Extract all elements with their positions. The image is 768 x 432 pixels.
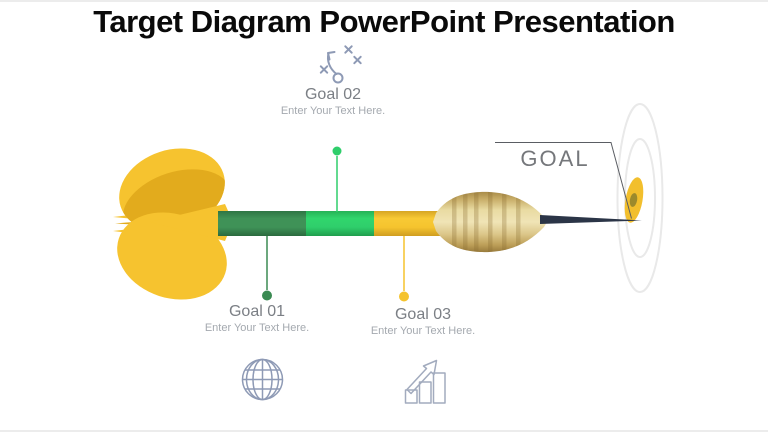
growth-chart-icon [404,359,446,404]
shaft-segment-yellow [374,211,442,236]
slide-bottom-edge [0,430,768,432]
goal-02-description: Enter Your Text Here. [280,105,386,117]
dart-barrel [433,191,547,253]
goal-01-block: Goal 01 Enter Your Text Here. [182,303,332,335]
goal-01-dot [262,290,272,301]
goal-03-dot [399,291,409,302]
goal-01-label: Goal 01 [228,303,286,320]
globe-icon [241,358,284,401]
strategy-icon [319,45,362,84]
dart-fletching [113,148,233,300]
goal-pointer-line [495,142,632,219]
connector-goal-03 [399,236,409,302]
goal-03-block: Goal 03 Enter Your Text Here. [348,306,498,338]
slide-top-edge [0,0,768,2]
goal-callout-label: GOAL [520,146,590,171]
goal-01-description: Enter Your Text Here. [204,322,310,334]
dart-needle [540,215,642,224]
goal-02-label: Goal 02 [304,86,362,103]
goal-02-block: Goal 02 Enter Your Text Here. [258,86,408,118]
goal-02-dot [332,146,342,156]
connector-goal-02 [332,146,342,212]
dart-shaft [218,211,442,236]
shaft-segment-bright-green [306,211,374,236]
goal-03-label: Goal 03 [394,306,452,323]
goal-03-description: Enter Your Text Here. [370,325,476,337]
connector-goal-01 [262,236,272,301]
slide-title: Target Diagram PowerPoint Presentation [93,4,675,39]
shaft-segment-dark-green [218,211,306,236]
target-rings [616,103,664,293]
